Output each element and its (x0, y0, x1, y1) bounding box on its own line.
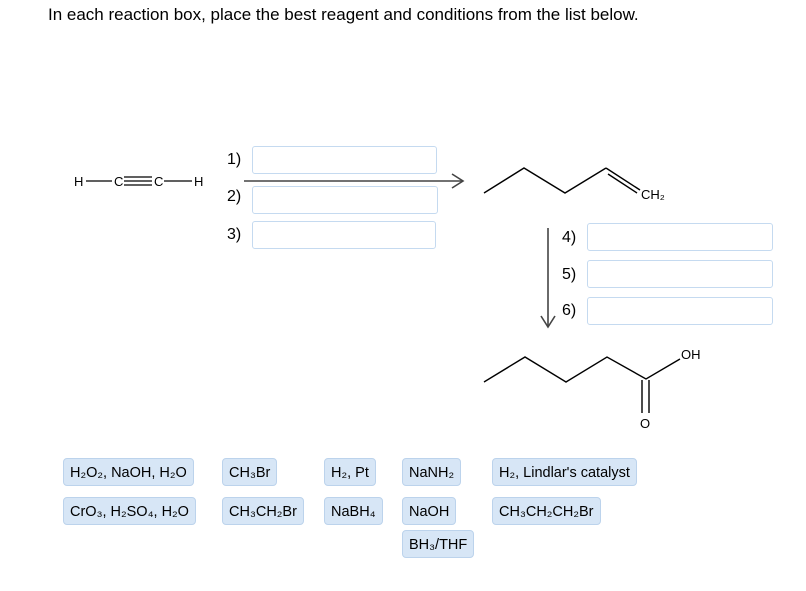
carbon-2-atom: C (154, 174, 163, 189)
reagent-chip-naoh[interactable]: NaOH (402, 497, 457, 525)
step-2-label: 2) (227, 188, 242, 205)
drop-box-step-6[interactable] (587, 297, 773, 325)
oh-label: OH (681, 347, 701, 362)
reagent-chip-nabh4[interactable]: NaBH₄ (324, 497, 383, 525)
ch2-label: CH₂ (641, 187, 665, 202)
reagent-chip-ch3ch2ch2br[interactable]: CH₃CH₂CH₂Br (492, 497, 601, 525)
reagent-chip-bh3-thf[interactable]: BH₃/THF (402, 530, 475, 558)
carbonyl-o-label: O (640, 416, 650, 431)
reagent-chip-h2-pt[interactable]: H₂, Pt (324, 458, 376, 486)
reagent-chip-ch3br[interactable]: CH₃Br (222, 458, 278, 486)
right-h-atom: H (194, 174, 203, 189)
reagent-chip-ch3ch2br[interactable]: CH₃CH₂Br (222, 497, 304, 525)
product-acid: OH O (483, 347, 701, 431)
reagent-chip-h2o2-naoh-h2o[interactable]: H₂O₂, NaOH, H₂O (63, 458, 194, 486)
reagent-chip-nanh2[interactable]: NaNH₂ (402, 458, 462, 486)
step-1-label: 1) (227, 151, 242, 168)
left-h-atom: H (74, 174, 83, 189)
step-5-label: 5) (562, 266, 577, 283)
reagent-chip-h2-lindlar[interactable]: H₂, Lindlar's catalyst (492, 458, 637, 486)
reagent-chip-cro3-h2so4-h2o[interactable]: CrO₃, H₂SO₄, H₂O (63, 497, 196, 525)
drop-box-step-3[interactable] (252, 221, 436, 249)
instruction-text: In each reaction box, place the best rea… (48, 5, 639, 24)
drop-box-step-1[interactable] (252, 146, 437, 174)
step-4-label: 4) (562, 229, 577, 246)
reaction-arrow-vertical (540, 228, 556, 329)
drop-box-step-2[interactable] (252, 186, 438, 214)
step-6-label: 6) (562, 302, 577, 319)
starting-material: H C C H (74, 174, 203, 189)
intermediate-alkene: CH₂ (483, 167, 665, 202)
step-3-label: 3) (227, 226, 242, 243)
carbon-1-atom: C (114, 174, 123, 189)
reaction-arrow-horizontal (244, 173, 465, 189)
drop-box-step-4[interactable] (587, 223, 773, 251)
drop-box-step-5[interactable] (587, 260, 773, 288)
